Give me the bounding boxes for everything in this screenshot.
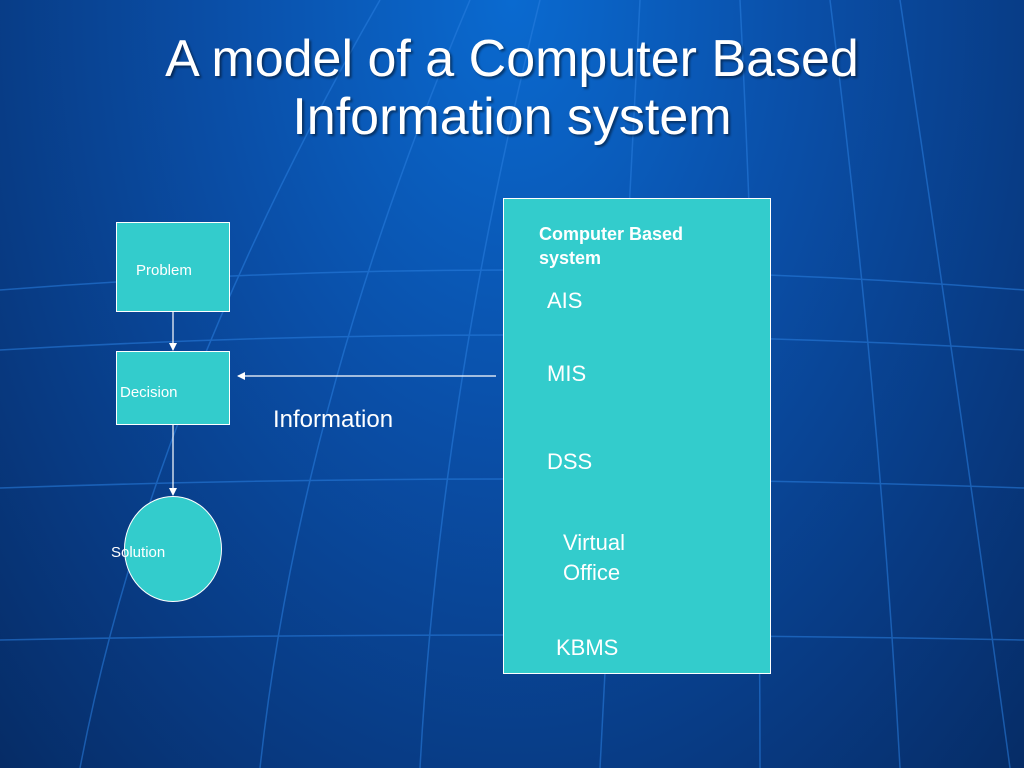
slide-title: A model of a Computer Based Information … [0, 30, 1024, 146]
problem-label: Problem [136, 262, 192, 279]
cbs-item-ais: AIS [547, 288, 583, 313]
decision-node: Decision [116, 351, 230, 425]
decision-label: Decision [120, 384, 178, 401]
slide-title-line-1: A model of a Computer Based [165, 30, 859, 88]
computer-based-system-title: Computer Based system [539, 224, 684, 268]
slide-title-line-2: Information system [292, 88, 732, 146]
cbs-item-virtual-office: Virtual Office [563, 530, 625, 585]
problem-node: Problem [116, 222, 230, 312]
computer-based-system-box: Computer Based system AIS MIS DSS Virtua… [503, 198, 771, 674]
solution-node [124, 496, 222, 602]
information-label: Information [273, 406, 394, 433]
solution-label: Solution [111, 544, 166, 561]
cbs-item-kbms: KBMS [556, 635, 619, 660]
cbs-item-dss: DSS [547, 449, 593, 474]
cbs-item-mis: MIS [547, 361, 587, 386]
